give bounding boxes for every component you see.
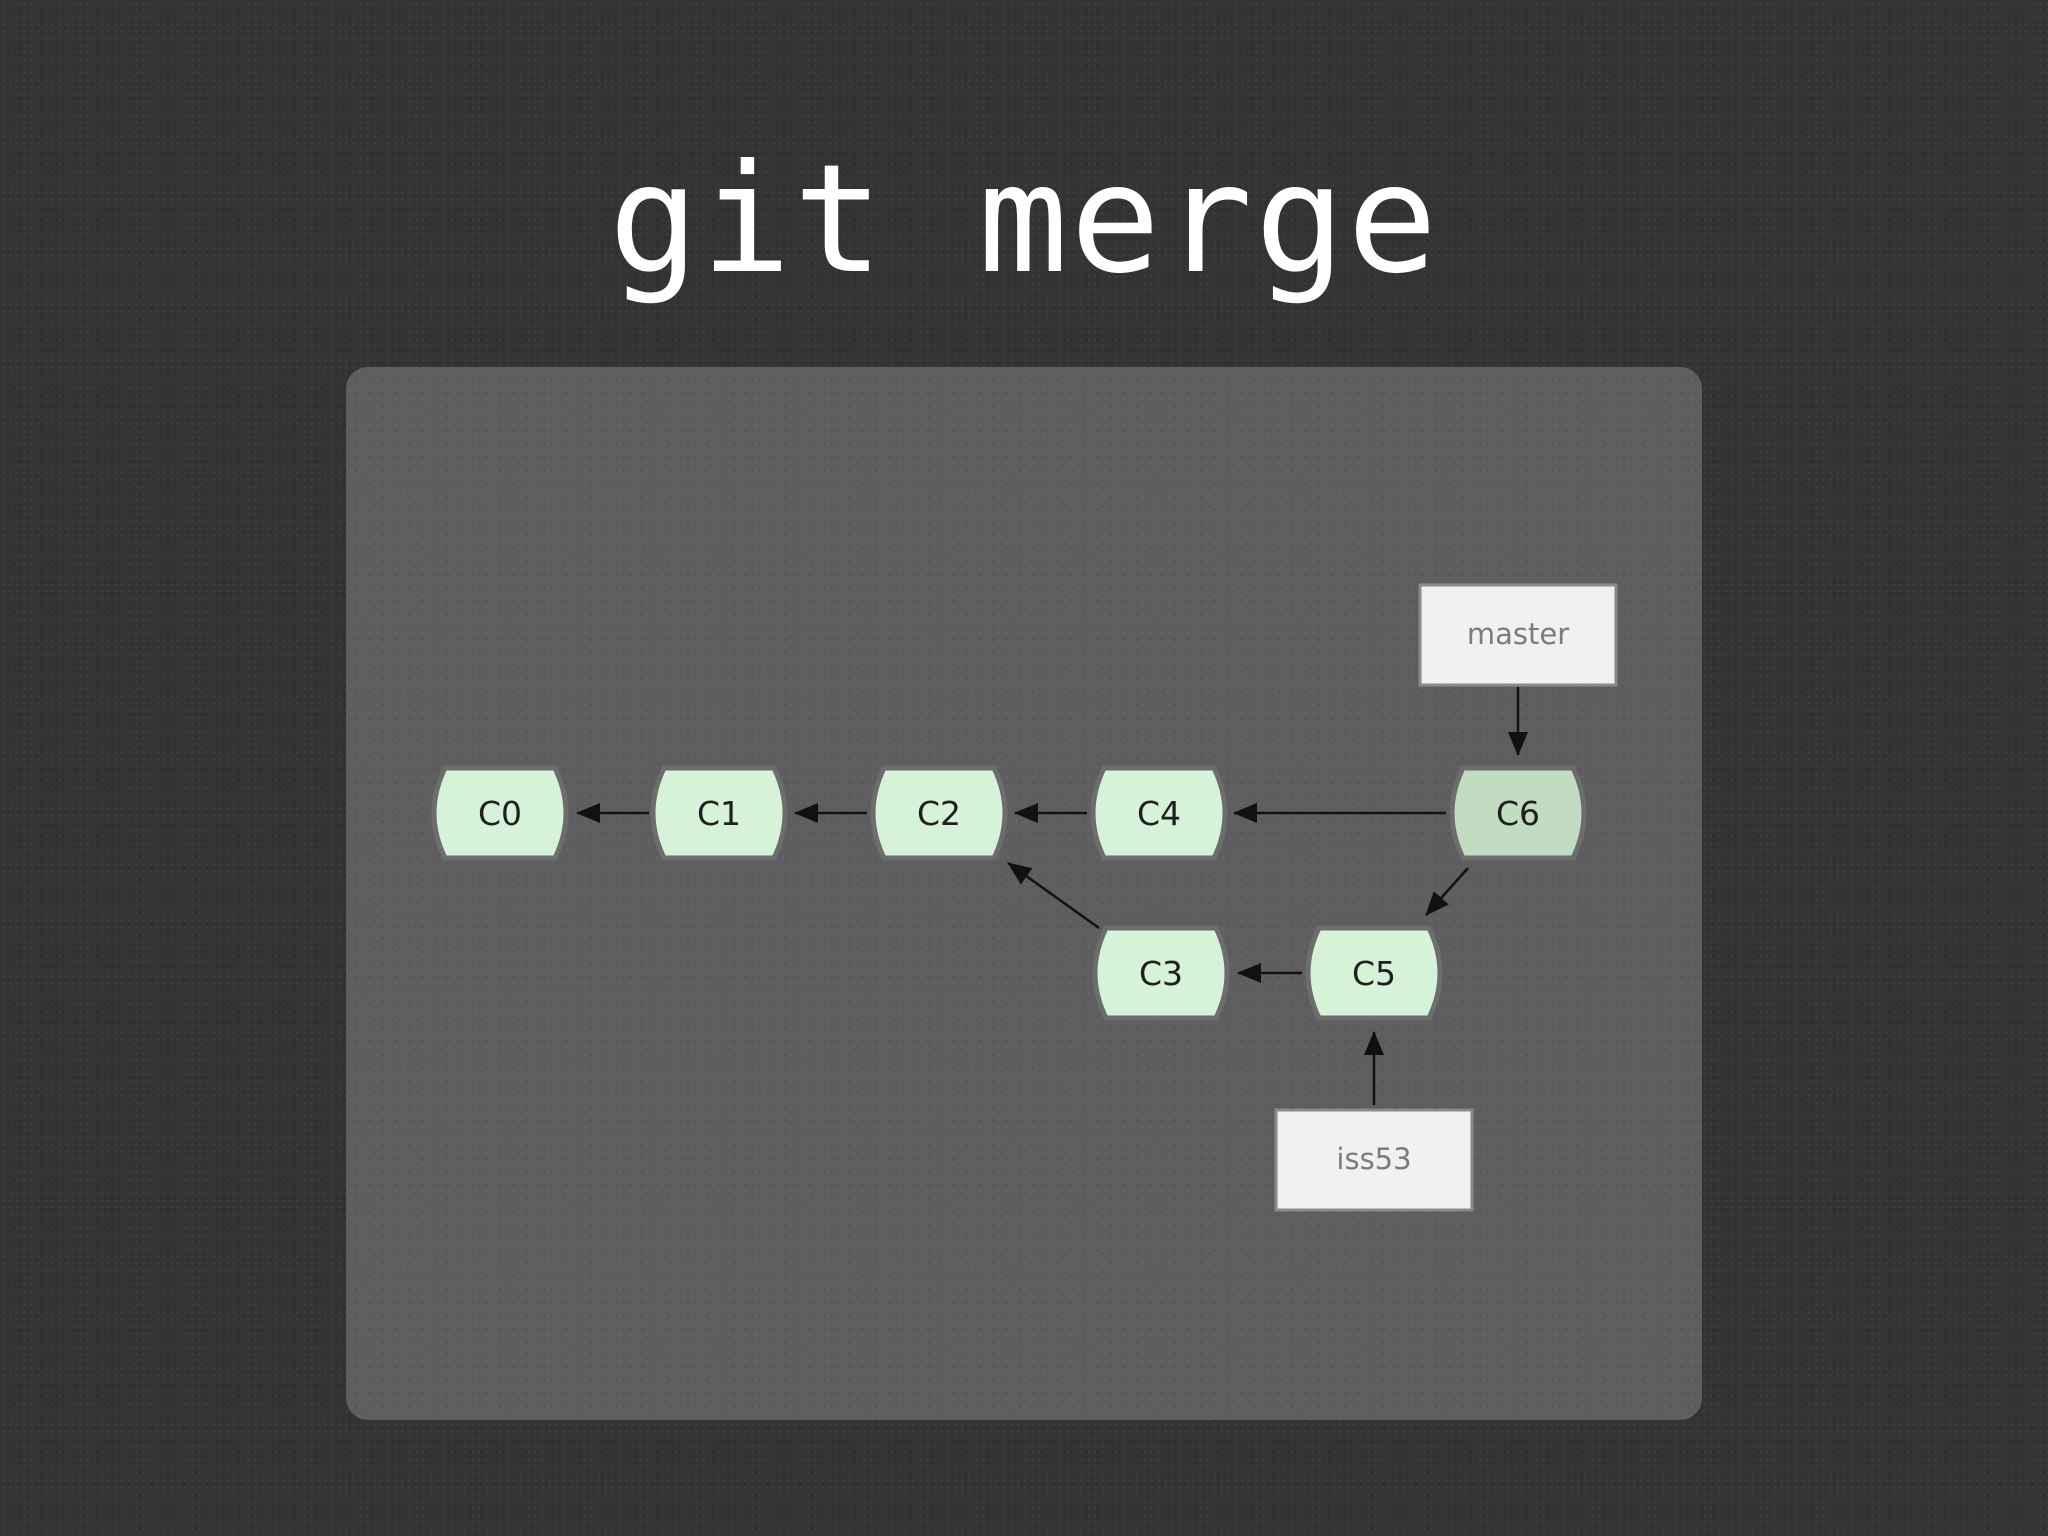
branch-master-label: master bbox=[1467, 617, 1569, 651]
slide-title: git merge bbox=[608, 133, 1440, 307]
commit-c6-label: C6 bbox=[1496, 794, 1540, 833]
commit-c4: C4 bbox=[1090, 765, 1228, 861]
commit-c2-label: C2 bbox=[917, 794, 961, 833]
commit-c6: C6 bbox=[1449, 765, 1587, 861]
branch-master: master bbox=[1418, 583, 1618, 687]
commit-c5-label: C5 bbox=[1352, 954, 1396, 993]
branch-iss53-label: iss53 bbox=[1336, 1142, 1411, 1176]
commit-c1: C1 bbox=[650, 765, 788, 861]
commit-c5: C5 bbox=[1305, 925, 1443, 1021]
commit-c0: C0 bbox=[431, 765, 569, 861]
commit-c3: C3 bbox=[1092, 925, 1230, 1021]
commit-c1-label: C1 bbox=[697, 794, 741, 833]
branch-iss53: iss53 bbox=[1274, 1108, 1474, 1212]
diagram-panel bbox=[346, 367, 1702, 1420]
commit-c2: C2 bbox=[870, 765, 1008, 861]
edge-c6-c5 bbox=[1425, 867, 1469, 916]
commit-c4-label: C4 bbox=[1137, 794, 1181, 833]
commit-c0-label: C0 bbox=[478, 794, 522, 833]
edge-c3-c2 bbox=[1007, 861, 1100, 930]
commit-c3-label: C3 bbox=[1139, 954, 1183, 993]
edges bbox=[576, 687, 1528, 1105]
